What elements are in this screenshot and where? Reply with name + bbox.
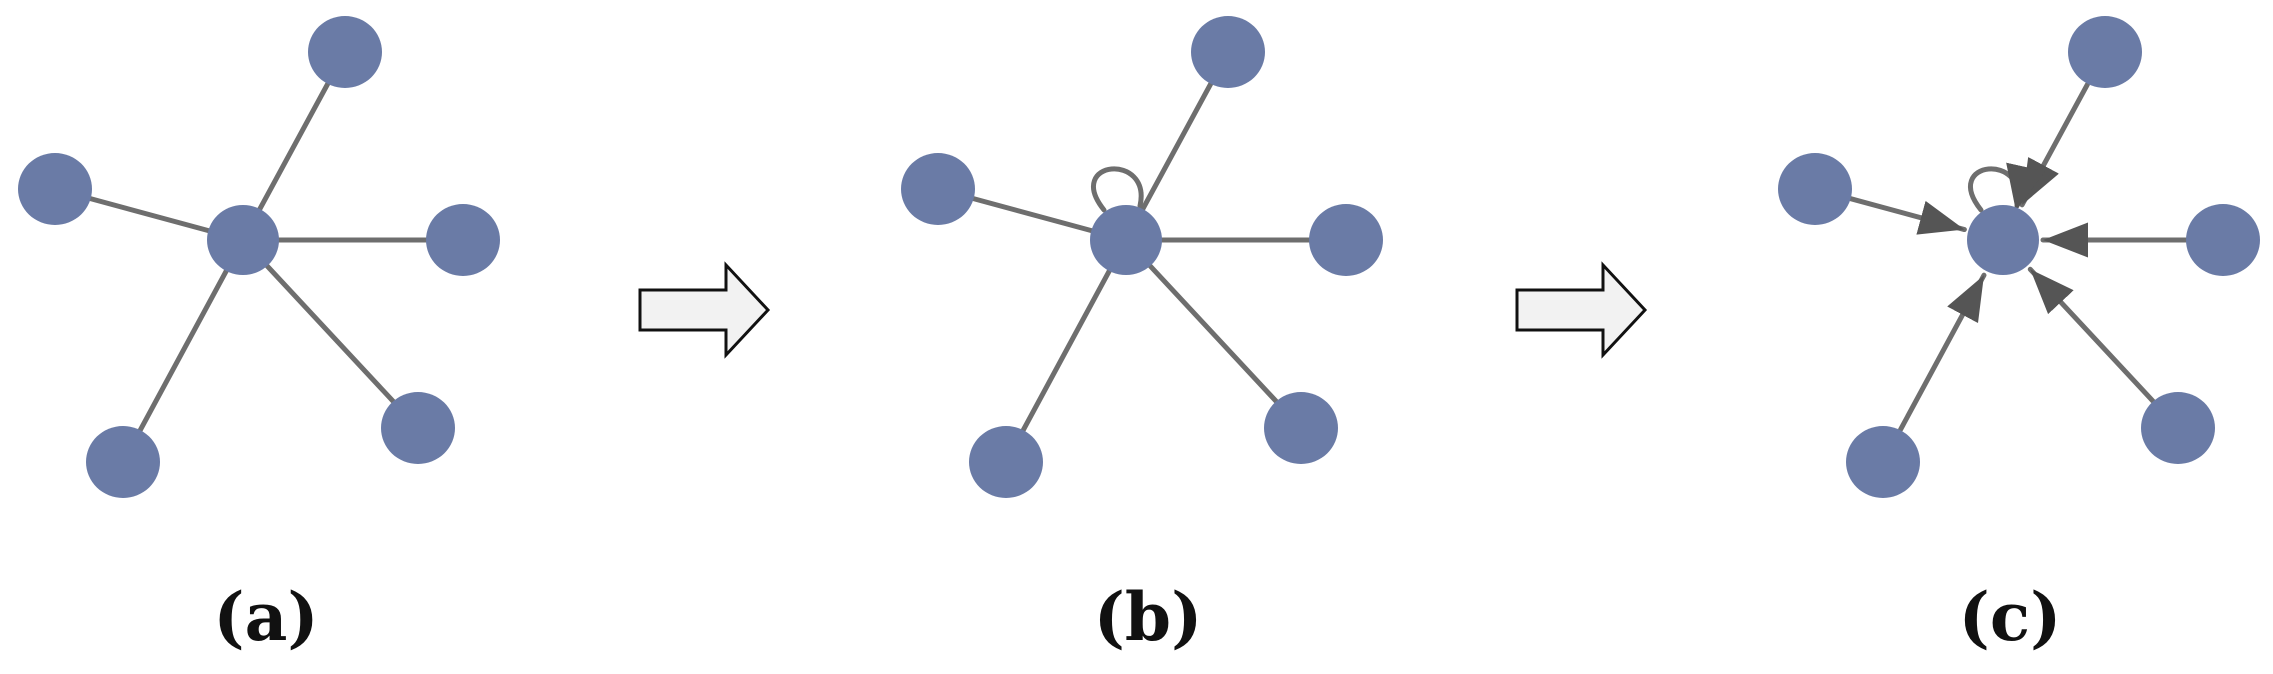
node-bottom-left (86, 426, 160, 498)
self-loop-edge (1091, 166, 1144, 213)
edge-bottom-left (1898, 272, 1987, 432)
node-bottom-right (2141, 392, 2215, 464)
node-left (18, 153, 92, 225)
edge-bottom-left (1003, 237, 1129, 465)
node-top (1191, 16, 1265, 88)
flow-arrow-b-to-c (1515, 261, 1648, 359)
node-hub (207, 205, 279, 275)
edge-bottom-right (240, 237, 421, 431)
edge-left (1848, 196, 1967, 235)
node-left (1778, 153, 1852, 225)
node-bottom-left (1846, 426, 1920, 498)
edge-bottom-right (1123, 237, 1304, 431)
node-top (308, 16, 382, 88)
node-right (426, 204, 500, 276)
panel-b (901, 16, 1383, 498)
flow-arrow-a-to-b (638, 261, 771, 359)
node-bottom-left (969, 426, 1043, 498)
node-right (2186, 204, 2260, 276)
node-right (1309, 204, 1383, 276)
caption-c: (c) (1959, 578, 2062, 656)
self-loop-edge (1968, 162, 2046, 213)
panel-c (1778, 16, 2260, 498)
panel-a (18, 16, 500, 498)
node-hub (1967, 205, 2039, 275)
node-top (2068, 16, 2142, 88)
node-bottom-right (1264, 392, 1338, 464)
caption-b: (b) (1094, 578, 1203, 656)
edge-bottom-left (120, 237, 246, 465)
edge-top (2019, 82, 2090, 208)
edge-bottom-right (2027, 266, 2156, 404)
node-hub (1090, 205, 1162, 275)
caption-a: (a) (213, 578, 318, 656)
node-bottom-right (381, 392, 455, 464)
node-left (901, 153, 975, 225)
